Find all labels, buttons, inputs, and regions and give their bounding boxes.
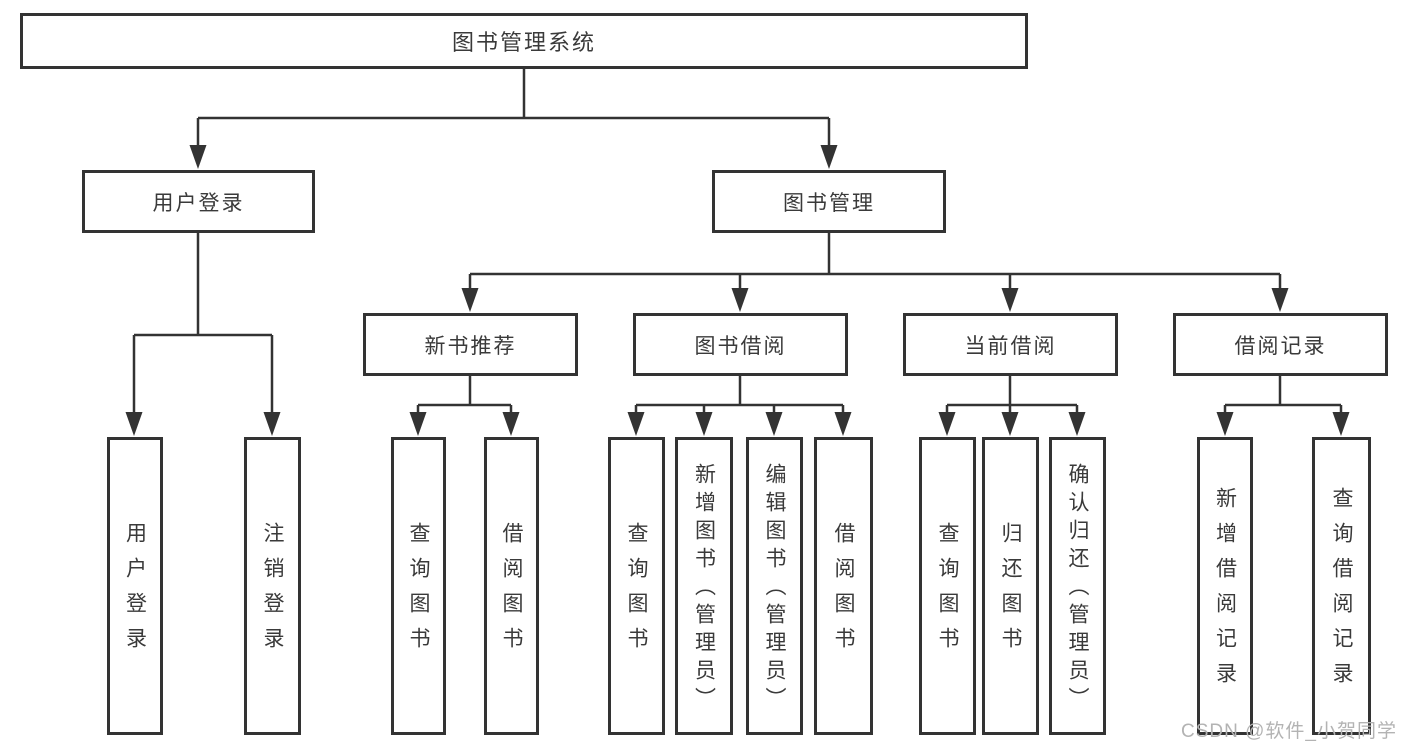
leaf-add-book-admin: 新增图书（管理员）	[675, 437, 733, 735]
arrowhead-icon	[627, 412, 645, 436]
arrowhead-icon	[695, 412, 713, 436]
node-book-management-label: 图书管理	[783, 191, 875, 215]
arrowhead-icon	[461, 288, 479, 312]
node-book-borrowing-label: 图书借阅	[694, 334, 787, 358]
arrowhead-icon	[409, 412, 427, 436]
arrowhead-icon	[834, 412, 852, 436]
leaf-add-borrow-record: 新增借阅记录	[1197, 437, 1253, 735]
node-root-label: 图书管理系统	[451, 30, 596, 55]
leaf-add-borrow-record-label: 新增借阅记录	[1213, 487, 1237, 697]
leaf-query-borrow-record-label: 查询借阅记录	[1330, 487, 1353, 697]
csdn-watermark: CSDN @软件_小贺同学	[1181, 721, 1397, 742]
arrowhead-icon	[820, 145, 838, 169]
arrowhead-icon	[125, 412, 143, 436]
node-user-login-label: 用户登录	[152, 191, 245, 215]
node-user-login: 用户登录	[82, 170, 315, 233]
leaf-logout-label: 注销登录	[261, 522, 284, 662]
leaf-edit-book-admin-label: 编辑图书（管理员）	[763, 463, 786, 715]
node-root-library-management-system: 图书管理系统	[20, 13, 1028, 69]
leaf-borrow-books-borrowing: 借阅图书	[814, 437, 873, 735]
arrowhead-icon	[731, 288, 749, 312]
leaf-query-books-current: 查询图书	[919, 437, 976, 735]
arrowhead-icon	[502, 412, 520, 436]
leaf-user-login-label: 用户登录	[123, 522, 147, 662]
node-current-borrowing: 当前借阅	[903, 313, 1118, 376]
arrowhead-icon	[765, 412, 783, 436]
node-book-borrowing: 图书借阅	[633, 313, 848, 376]
arrowhead-icon	[1068, 412, 1086, 436]
leaf-query-books-current-label: 查询图书	[936, 522, 959, 662]
leaf-borrow-books-recommend-label: 借阅图书	[500, 522, 523, 662]
leaf-confirm-return-admin: 确认归还（管理员）	[1049, 437, 1106, 735]
node-book-management: 图书管理	[712, 170, 946, 233]
connector-lines	[132, 69, 1343, 418]
node-new-book-recommend: 新书推荐	[363, 313, 578, 376]
arrowhead-icon	[938, 412, 956, 436]
arrowhead-icon	[189, 145, 207, 169]
node-borrow-records-label: 借阅记录	[1234, 334, 1327, 358]
node-new-book-recommend-label: 新书推荐	[424, 334, 517, 358]
leaf-confirm-return-admin-label: 确认归还（管理员）	[1066, 463, 1089, 715]
leaf-return-book-label: 归还图书	[999, 522, 1022, 662]
leaf-user-login: 用户登录	[107, 437, 163, 735]
leaf-logout: 注销登录	[244, 437, 301, 735]
leaf-query-books-borrowing-label: 查询图书	[625, 522, 648, 662]
leaf-query-books-recommend: 查询图书	[391, 437, 446, 735]
arrowhead-icon	[1271, 288, 1289, 312]
node-borrow-records: 借阅记录	[1173, 313, 1388, 376]
arrowhead-icon	[263, 412, 281, 436]
arrowhead-icon	[1216, 412, 1234, 436]
node-current-borrowing-label: 当前借阅	[964, 334, 1057, 358]
leaf-query-books-borrowing: 查询图书	[608, 437, 665, 735]
arrowhead-icon	[1332, 412, 1350, 436]
leaf-query-books-recommend-label: 查询图书	[407, 522, 430, 662]
leaf-borrow-books-recommend: 借阅图书	[484, 437, 539, 735]
leaf-borrow-books-borrowing-label: 借阅图书	[832, 522, 855, 662]
leaf-add-book-admin-label: 新增图书（管理员）	[692, 463, 716, 715]
leaf-return-book: 归还图书	[982, 437, 1039, 735]
leaf-query-borrow-record: 查询借阅记录	[1312, 437, 1371, 735]
arrowhead-icon	[1001, 412, 1019, 436]
arrowhead-icon	[1001, 288, 1019, 312]
leaf-edit-book-admin: 编辑图书（管理员）	[746, 437, 803, 735]
